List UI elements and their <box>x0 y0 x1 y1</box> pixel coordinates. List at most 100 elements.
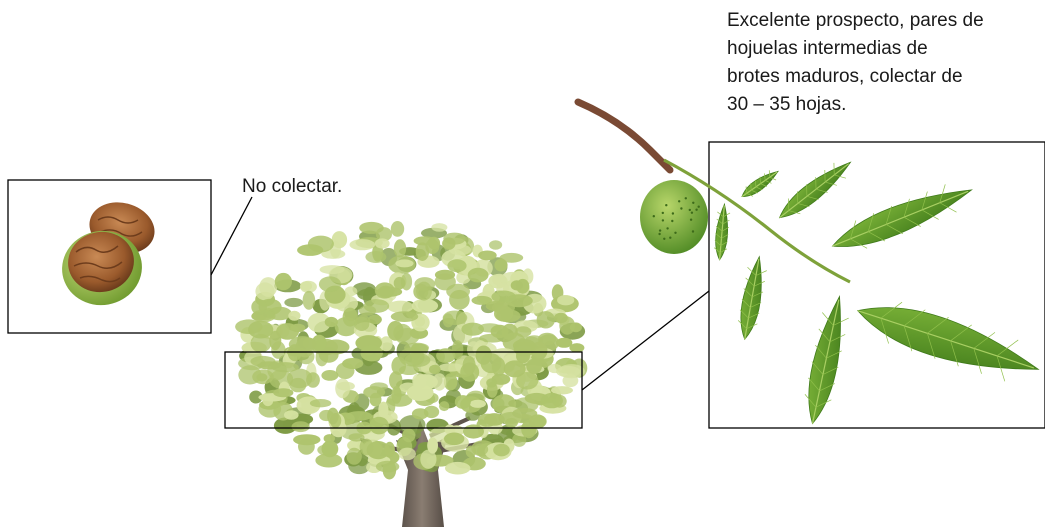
foliage-blob <box>293 434 320 445</box>
foliage-blob <box>473 443 488 455</box>
fruit-speckle <box>690 219 692 221</box>
foliage-blob <box>399 365 419 375</box>
foliage-blob <box>468 268 489 283</box>
foliage-blob <box>516 279 529 294</box>
foliage-blob <box>391 311 418 322</box>
foliage-blob <box>513 339 536 352</box>
leaflet <box>827 176 977 260</box>
foliage-blob <box>369 417 389 435</box>
foliage-blob <box>343 308 358 327</box>
foliage-blob <box>436 348 455 363</box>
leaflet <box>774 155 857 226</box>
foliage-blob <box>252 310 276 323</box>
foliage-blob <box>335 378 350 398</box>
fruit-speckle <box>658 233 660 235</box>
foliage-blob <box>384 442 395 458</box>
leaves-annotation-line: 30 – 35 hojas. <box>727 91 984 119</box>
foliage-blob <box>325 317 338 327</box>
foliage-blob <box>391 386 401 404</box>
foliage-blob <box>439 401 449 411</box>
foliage-blob <box>486 301 508 311</box>
foliage-blob <box>394 239 406 257</box>
leaves-connector-line <box>582 291 709 390</box>
fruit-speckle <box>695 209 697 211</box>
foliage-blob <box>558 364 585 378</box>
foliage-blob <box>347 448 362 465</box>
foliage-blob <box>284 298 303 307</box>
foliage-blob <box>401 273 412 291</box>
leaflet <box>739 166 782 201</box>
foliage-blob <box>303 291 316 310</box>
green-walnut-fruit <box>640 180 708 254</box>
leaflet <box>735 255 769 341</box>
fruit-speckle <box>680 207 682 209</box>
foliage-blob <box>427 437 438 453</box>
foliage-blob <box>399 448 416 461</box>
foliage-blob <box>491 325 509 338</box>
woody-stem <box>578 102 670 170</box>
foliage-blob <box>526 359 542 374</box>
fruit-speckle <box>672 212 674 214</box>
foliage-blob <box>387 301 413 313</box>
foliage-blob <box>515 326 531 337</box>
foliage-blob <box>444 433 464 446</box>
foliage-blob <box>494 259 507 272</box>
foliage-blob <box>350 239 376 250</box>
foliage-blob <box>504 360 526 377</box>
fruit-speckle <box>691 212 693 214</box>
foliage-blob <box>447 259 466 272</box>
foliage-blob <box>252 369 274 384</box>
fruit-speckle <box>662 219 664 221</box>
foliage-blob <box>553 395 567 408</box>
fruit-speckle <box>666 227 668 229</box>
foliage-blob <box>378 402 388 419</box>
leaves-annotation-line: brotes maduros, colectar de <box>727 63 984 91</box>
foliage-blob <box>399 347 425 366</box>
foliage-blob <box>284 410 299 419</box>
foliage-blob <box>349 433 365 441</box>
foliage-blob <box>412 299 438 313</box>
leaves-annotation: Excelente prospecto, pares de hojuelas i… <box>727 7 984 119</box>
foliage-blob <box>320 265 345 274</box>
fruit-speckle <box>692 202 694 204</box>
foliage-blob <box>319 276 341 292</box>
foliage-blob <box>248 321 273 339</box>
foliage-blob <box>478 251 497 261</box>
fruit-speckle <box>662 212 664 214</box>
foliage-blob <box>327 408 339 425</box>
fruit-speckle <box>689 209 691 211</box>
foliage-blob <box>431 223 447 232</box>
foliage-blob <box>346 411 372 421</box>
foliage-blob <box>455 395 471 409</box>
foliage-blob <box>395 259 413 267</box>
foliage-blob <box>360 439 374 456</box>
walnut-tree-illustration <box>235 221 587 527</box>
foliage-blob <box>461 323 484 336</box>
leaves-annotation-line: Excelente prospecto, pares de <box>727 7 984 35</box>
foliage-blob <box>505 418 518 428</box>
foliage-blob <box>359 306 376 316</box>
foliage-blob <box>463 356 476 375</box>
foliage-blob <box>306 372 320 388</box>
foliage-blob <box>376 461 399 473</box>
fruit-speckle <box>698 206 700 208</box>
foliage-blob <box>413 284 428 300</box>
foliage-blob <box>492 357 505 376</box>
foliage-blob <box>321 370 338 381</box>
foliage-blob <box>486 378 497 387</box>
foliage-blob <box>489 240 502 249</box>
foliage-blob <box>557 295 574 305</box>
foliage-blob <box>363 386 385 398</box>
fruit-speckle <box>659 229 661 231</box>
foliage-blob <box>493 444 510 457</box>
fruit-speckle <box>653 215 655 217</box>
foliage-blob <box>361 345 383 361</box>
fruit-speckle <box>678 200 680 202</box>
foliage-blob <box>424 406 439 418</box>
walnut-nuts-panel <box>8 180 211 333</box>
leaflet <box>799 294 852 427</box>
foliage-blob <box>273 388 293 397</box>
fruit-speckle <box>685 197 687 199</box>
nuts-annotation: No colectar. <box>242 173 342 201</box>
foliage-blob <box>445 462 470 475</box>
